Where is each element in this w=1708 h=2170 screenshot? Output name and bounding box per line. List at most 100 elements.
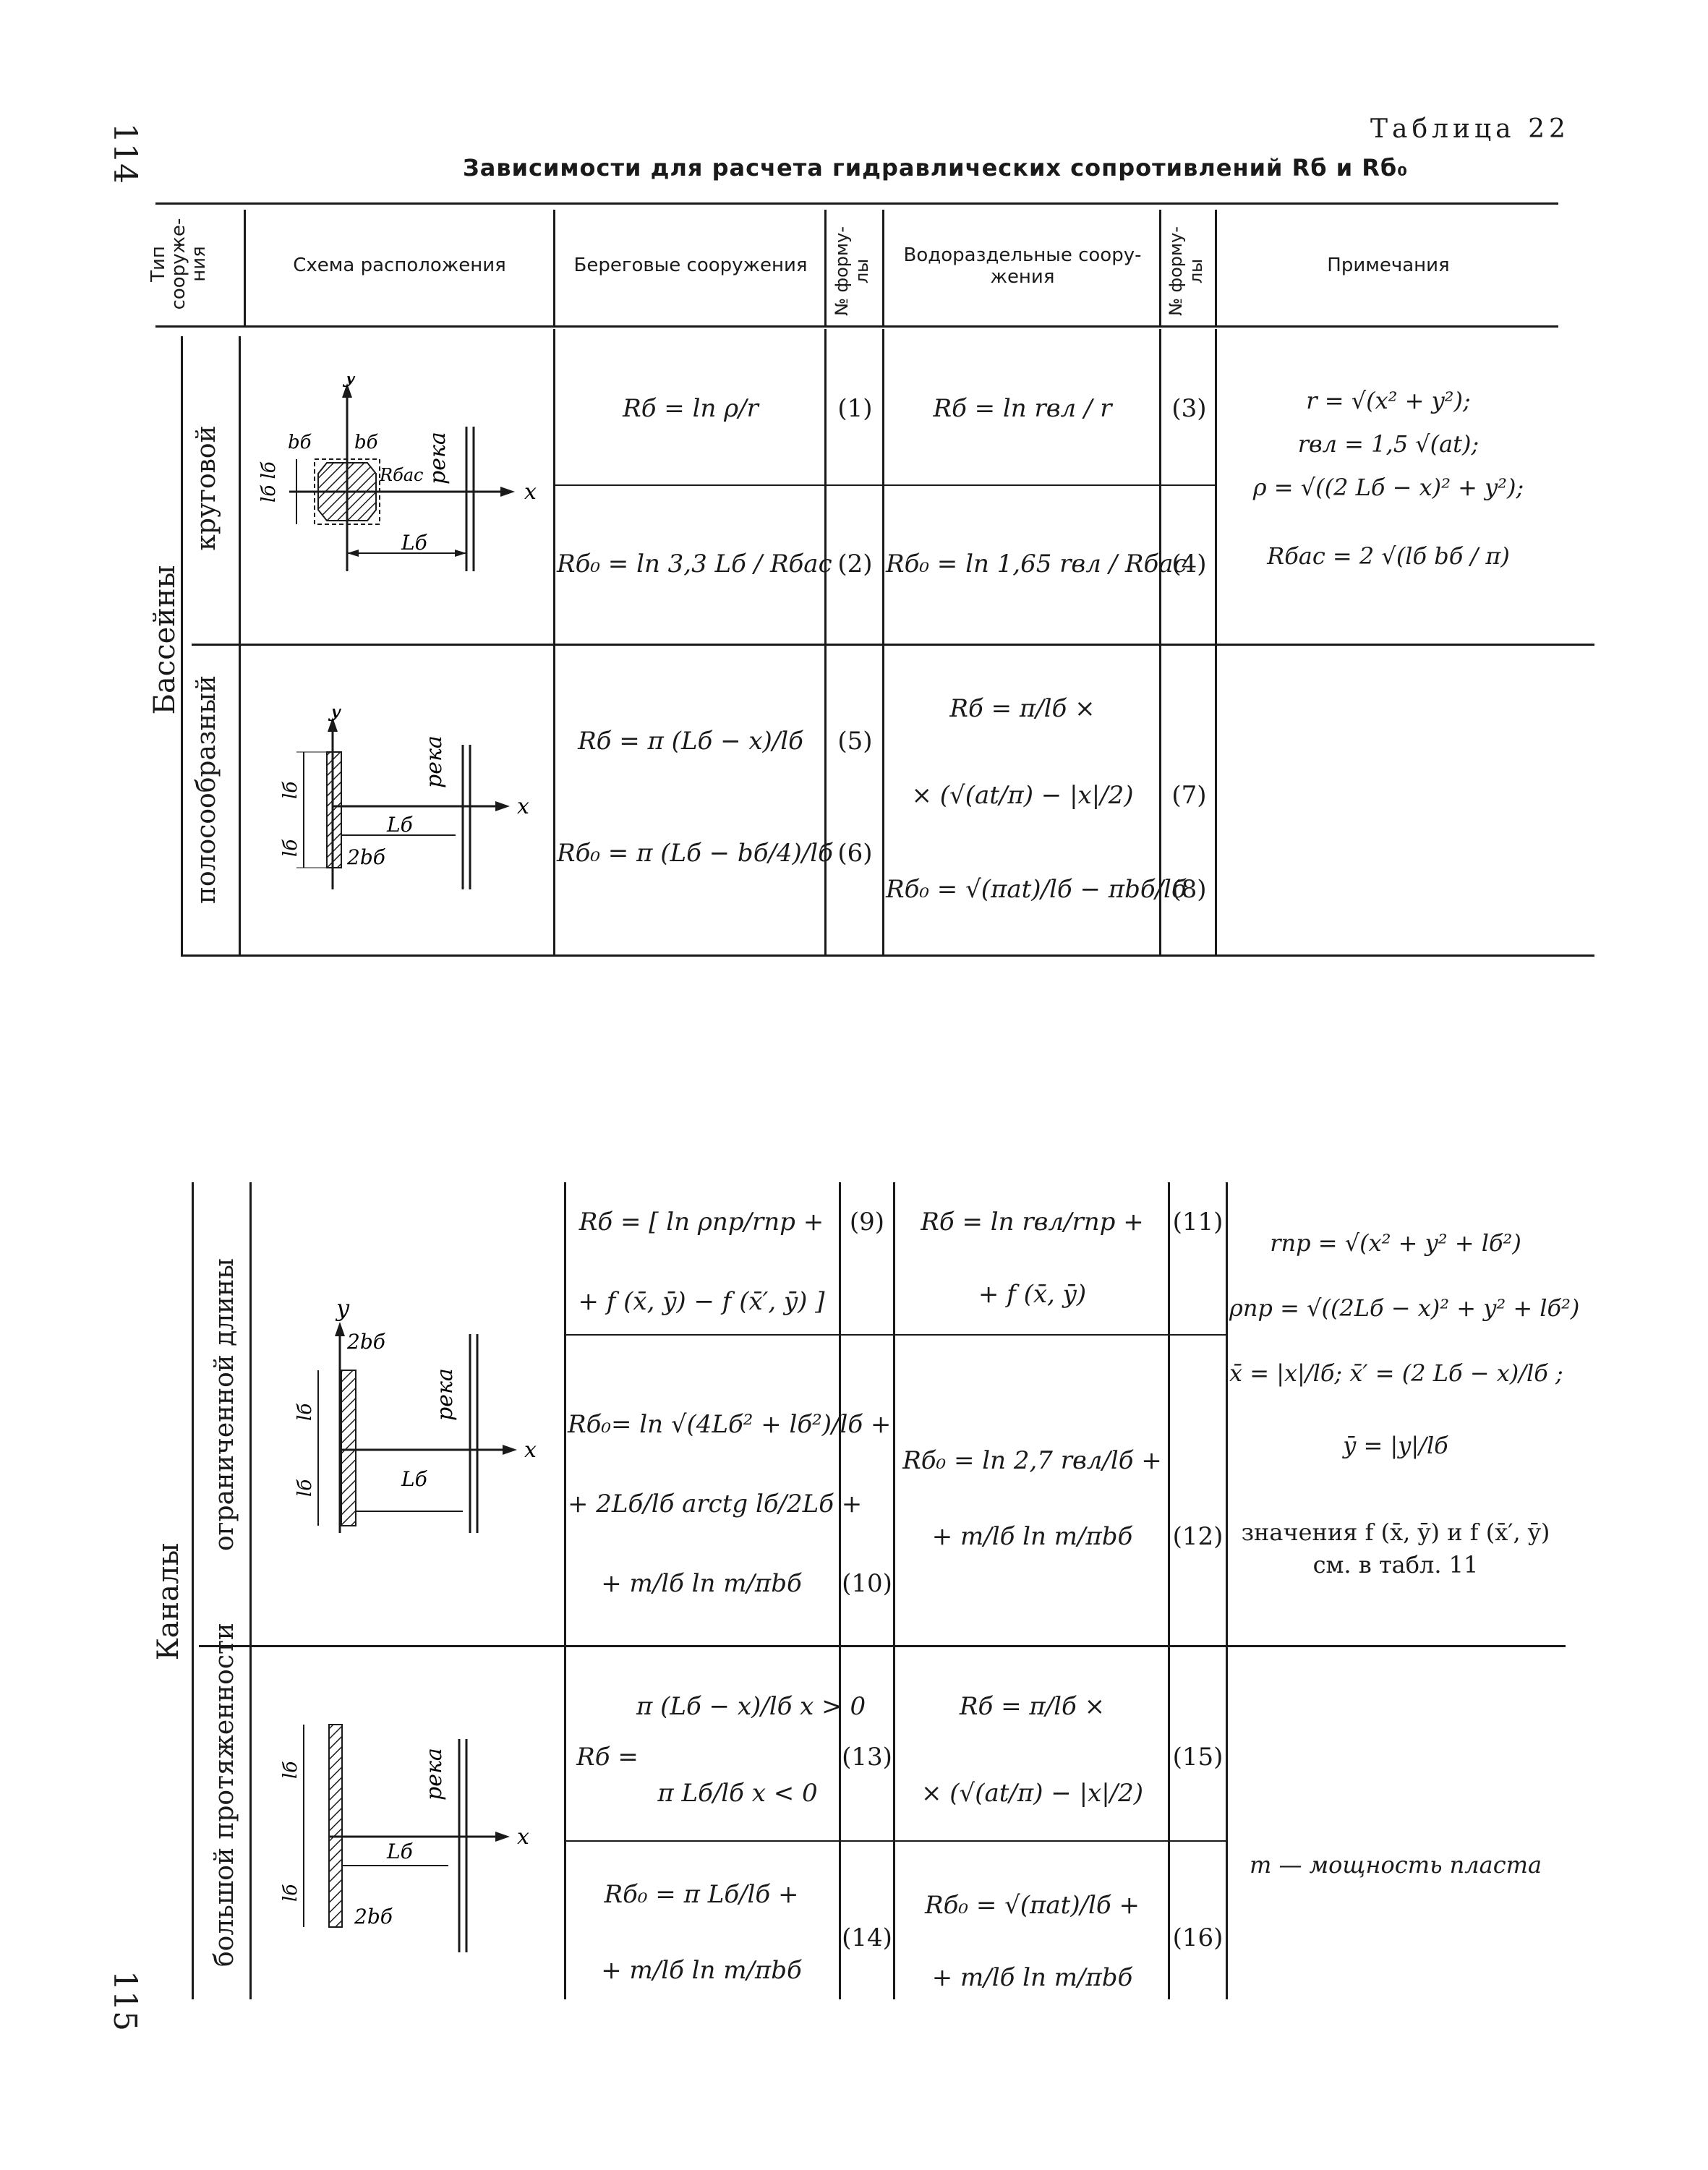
formula-no-9: (9) xyxy=(849,1208,885,1236)
group-limited: ограниченной длины xyxy=(210,1258,239,1551)
note-chan-2: ρпр = √((2Lб − x)² + y² + lб²) xyxy=(1229,1294,1580,1322)
formula-9b: + f (x̄, ȳ) − f (x̄′, ȳ) ] xyxy=(578,1287,825,1316)
svg-text:река: река xyxy=(432,1368,458,1421)
svg-text:y: y xyxy=(335,1294,350,1322)
formula-1: Rб = ln ρ/r xyxy=(623,394,759,423)
svg-text:y: y xyxy=(342,376,357,388)
col-sep xyxy=(553,329,555,954)
svg-text:Rбас: Rбас xyxy=(379,465,423,485)
svg-text:bб: bб xyxy=(288,432,312,453)
svg-text:Lб: Lб xyxy=(386,813,414,837)
table-title: Зависимости для расчета гидравлических с… xyxy=(463,154,1409,181)
group-long: большой протяженности xyxy=(210,1623,239,1967)
svg-text:2bб: 2bб xyxy=(354,1905,393,1928)
col-sep xyxy=(824,329,827,954)
round-mid-rule xyxy=(553,484,1215,486)
note-basin-4: Rбас = 2 √(lб bб / π) xyxy=(1267,542,1510,570)
formula-6: Rб₀ = π (Lб − bб/4)/lб xyxy=(557,839,833,868)
svg-text:lб: lб xyxy=(294,1479,316,1497)
formula-no-13: (13) xyxy=(842,1743,892,1772)
strip-basin-diagram: y x Lб 2bб река lб lб xyxy=(280,709,529,889)
svg-text:Lб: Lб xyxy=(386,1840,414,1863)
formula-7a: Rб = π/lб × xyxy=(949,694,1096,723)
formula-14b: + m/lб ln m/πbб xyxy=(601,1956,802,1985)
note-chan-6: см. в табл. 11 xyxy=(1312,1551,1479,1579)
group-strip: полосообразный xyxy=(192,675,221,904)
header-sep xyxy=(1215,210,1217,325)
note-basin-3: ρ = √((2 Lб − x)² + y²); xyxy=(1252,474,1524,501)
note-long-1: m — мощность пласта xyxy=(1249,1851,1542,1879)
formula-9a: Rб = [ ln ρпр/rпр + xyxy=(578,1208,824,1236)
channels-sub-border xyxy=(249,1182,252,1999)
table-label: Таблица 22 xyxy=(1370,114,1570,144)
svg-text:x: x xyxy=(524,479,537,505)
header-shore: Береговые сооружения xyxy=(573,255,808,276)
header-watershed: Водораздельные соору-жения xyxy=(903,244,1142,288)
header-formula-no: № форму-лы xyxy=(832,226,872,316)
formula-11a: Rб = ln rвл/rпр + xyxy=(921,1208,1144,1236)
header-sep xyxy=(553,210,555,325)
note-chan-3: x̄ = |x|/lб; x̄′ = (2 Lб − x)/lб ; xyxy=(1229,1359,1563,1387)
formula-no-16: (16) xyxy=(1172,1923,1224,1952)
formula-no-4: (4) xyxy=(1171,550,1207,578)
note-basin-1: r = √(x² + y²); xyxy=(1306,387,1471,414)
formula-2: Rб₀ = ln 3,3 Lб / Rбас xyxy=(557,550,832,578)
round-bottom-rule xyxy=(192,644,1594,646)
svg-text:lб: lб xyxy=(294,1404,316,1421)
svg-text:lб: lб xyxy=(280,782,302,799)
col-sep xyxy=(1226,1182,1228,1999)
col-sep xyxy=(1159,329,1161,954)
formula-13b: π Lб/lб x < 0 xyxy=(657,1779,818,1808)
formula-no-2: (2) xyxy=(837,550,873,578)
note-chan-5: значения f (x̄, ȳ) и f (x̄′, ȳ) xyxy=(1241,1518,1550,1546)
formula-no-5: (5) xyxy=(837,727,873,756)
limited-bottom-rule xyxy=(199,1645,1566,1647)
svg-text:река: река xyxy=(422,735,447,788)
formula-12a: Rб₀ = ln 2,7 rвл/lб + xyxy=(902,1446,1162,1475)
formula-16a: Rб₀ = √(πat)/lб + xyxy=(925,1891,1140,1920)
svg-text:Lб: Lб xyxy=(401,531,428,555)
formula-no-14: (14) xyxy=(842,1923,892,1952)
formula-5: Rб = π (Lб − x)/lб xyxy=(578,727,803,756)
formula-16b: + m/lб ln m/πbб xyxy=(931,1963,1133,1992)
formula-no-7: (7) xyxy=(1171,781,1207,810)
header-rule xyxy=(155,325,1558,328)
header-type: Тип сооруже-ния xyxy=(148,218,210,310)
header-sep xyxy=(824,210,827,325)
svg-text:x: x xyxy=(517,1824,529,1850)
formula-15b: × (√(at/π) − |x|/2) xyxy=(921,1779,1144,1808)
formula-no-15: (15) xyxy=(1172,1743,1224,1772)
svg-text:lб: lб xyxy=(282,1761,302,1779)
formula-13a: π (Lб − x)/lб x > 0 xyxy=(636,1692,866,1721)
formula-15a: Rб = π/lб × xyxy=(959,1692,1106,1721)
formula-12b: + m/lб ln m/πbб xyxy=(931,1522,1133,1551)
col-sep xyxy=(893,1182,895,1999)
col-sep xyxy=(839,1182,841,1999)
col-sep xyxy=(1215,329,1217,954)
svg-text:lб: lб xyxy=(280,840,302,857)
note-chan-1: rпр = √(x² + y² + lб²) xyxy=(1270,1229,1521,1257)
svg-text:bб: bб xyxy=(354,432,378,453)
formula-no-3: (3) xyxy=(1171,394,1207,423)
group-round: круговой xyxy=(192,425,221,551)
col-sep xyxy=(564,1182,566,1999)
top-rule xyxy=(155,202,1558,205)
formula-no-10: (10) xyxy=(842,1569,892,1598)
svg-text:Lб: Lб xyxy=(401,1467,428,1491)
basins-left-border xyxy=(181,336,183,954)
svg-text:2bб: 2bб xyxy=(346,1330,386,1354)
svg-text:река: река xyxy=(422,1748,447,1800)
col-sep xyxy=(1168,1182,1170,1999)
formula-4: Rб₀ = ln 1,65 rвл / Rбас xyxy=(886,550,1187,578)
note-basin-2: rвл = 1,5 √(at); xyxy=(1297,430,1479,458)
long-mid-rule xyxy=(564,1840,1226,1842)
limited-mid-rule xyxy=(564,1334,1226,1336)
channels-left-border xyxy=(192,1182,194,1999)
header-notes: Примечания xyxy=(1327,255,1450,276)
page-number-top: 114 xyxy=(106,123,143,184)
note-chan-4: ȳ = |y|/lб xyxy=(1343,1432,1448,1459)
svg-text:x: x xyxy=(524,1438,537,1463)
svg-text:2bб: 2bб xyxy=(346,845,386,869)
formula-11b: + f (x̄, ȳ) xyxy=(978,1280,1087,1309)
header-sep xyxy=(1159,210,1161,325)
